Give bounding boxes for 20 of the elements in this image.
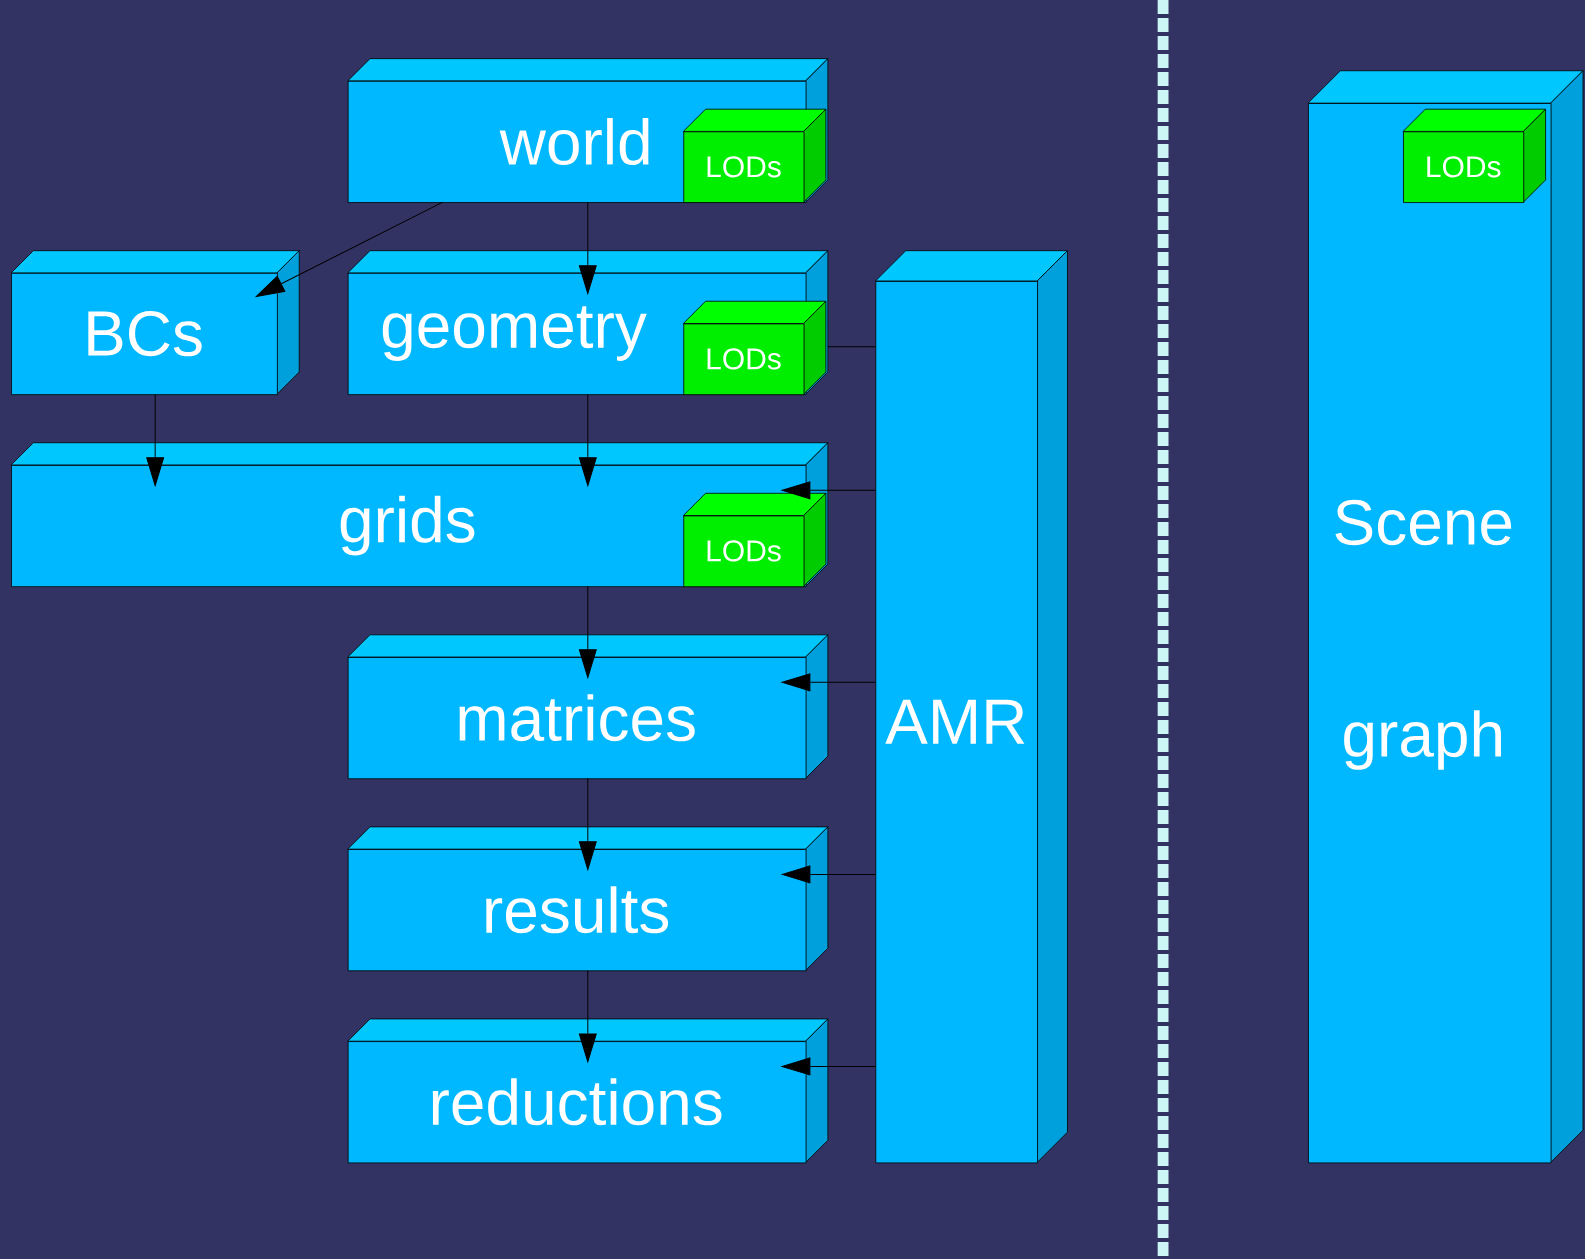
arrow bbox=[578, 393, 597, 486]
block-box: reductions bbox=[347, 1018, 829, 1164]
lods-box: LODs bbox=[682, 492, 827, 588]
arrow bbox=[578, 777, 597, 871]
arrow bbox=[255, 201, 444, 297]
arrow bbox=[578, 585, 597, 679]
block-box: AMR bbox=[875, 250, 1068, 1164]
block-box: results bbox=[347, 826, 829, 972]
block-box: BCs bbox=[10, 250, 300, 396]
arrow bbox=[781, 673, 876, 692]
lods-box: LODs bbox=[1402, 108, 1546, 203]
arrow bbox=[146, 393, 165, 486]
arrow bbox=[781, 1057, 876, 1076]
arrow bbox=[578, 201, 597, 294]
arrow bbox=[578, 969, 597, 1063]
arrow bbox=[781, 865, 876, 884]
lods-box: LODs bbox=[682, 108, 827, 203]
arrow bbox=[781, 481, 876, 500]
lods-box: LODs bbox=[682, 300, 827, 396]
block-box: matrices bbox=[347, 634, 829, 780]
